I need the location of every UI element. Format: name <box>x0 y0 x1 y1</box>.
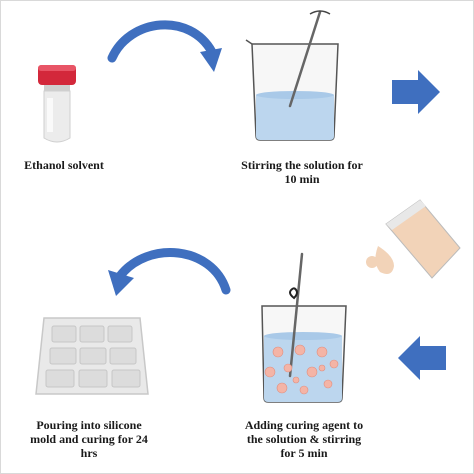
caption-pouring-line2: mold and curing for 24 <box>30 432 148 446</box>
caption-stirring-line1: Stirring the solution for <box>241 158 363 172</box>
ethanol-bottle-icon <box>38 65 76 143</box>
curved-arrow-bottom <box>108 248 231 296</box>
curing-beaker-icon <box>261 252 347 403</box>
curved-arrow-top <box>107 20 222 72</box>
caption-curing-line2: the solution & stirring <box>246 432 362 446</box>
caption-ethanol: Ethanol solvent <box>18 158 110 172</box>
caption-pouring-line3: hrs <box>80 446 98 460</box>
silicone-mold-icon <box>35 317 149 395</box>
caption-stirring-line2: 10 min <box>284 172 320 186</box>
block-arrow-right <box>392 70 440 114</box>
pouring-cup-icon <box>366 199 461 279</box>
caption-pouring-line1: Pouring into silicone <box>36 418 142 432</box>
caption-curing-line3: for 5 min <box>280 446 328 460</box>
block-arrow-left <box>398 336 446 380</box>
caption-ethanol-text: Ethanol solvent <box>24 158 104 172</box>
caption-curing-line1: Adding curing agent to <box>244 418 364 432</box>
caption-stirring: Stirring the solution for 10 min <box>222 158 382 186</box>
caption-pouring: Pouring into silicone mold and curing fo… <box>14 418 164 460</box>
caption-curing: Adding curing agent to the solution & st… <box>224 418 384 460</box>
particle-dots <box>264 344 339 395</box>
stirring-beaker-icon <box>245 10 339 141</box>
